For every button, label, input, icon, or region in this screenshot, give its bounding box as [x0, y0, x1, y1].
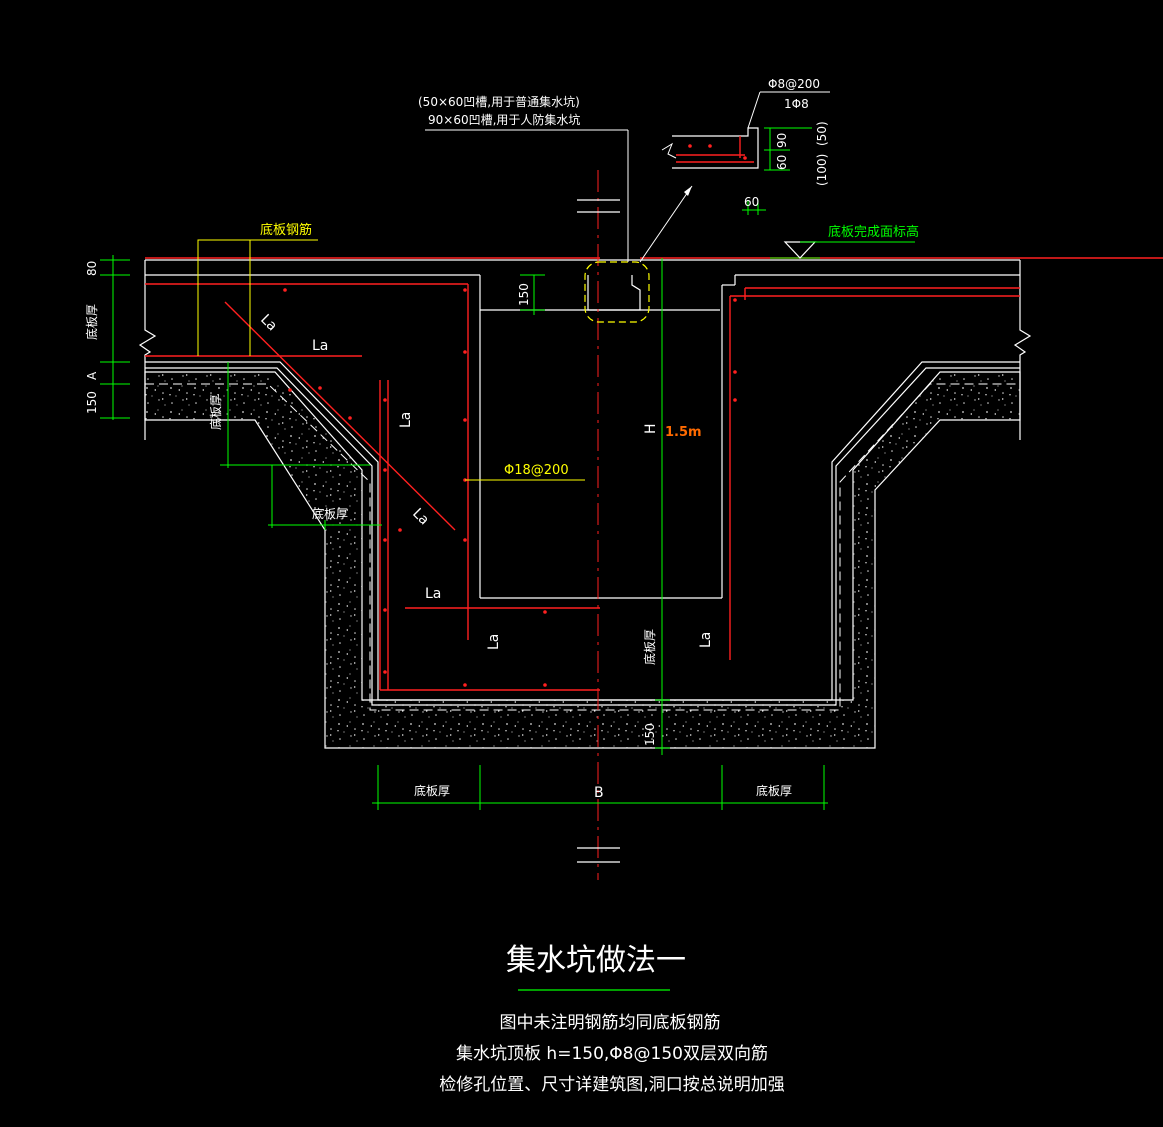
rebars: [145, 257, 1163, 691]
dim-150-top: 150: [517, 283, 531, 306]
dim-150-left: 150: [85, 391, 99, 414]
detail-rebar-2: 1Φ8: [784, 97, 809, 111]
left-dimensions: 80 底板厚 A 150: [84, 255, 130, 420]
bottom-rebar-callout: 底板钢筋: [197, 222, 318, 356]
dim-80: 80: [85, 261, 99, 276]
detail-rebar-1: Φ8@200: [768, 77, 820, 91]
detail-dim-60-bottom: 60: [744, 195, 759, 209]
detail-dim-100: (100): [815, 154, 829, 186]
detail-dim-60: 60: [775, 155, 789, 170]
dim-150-bottom: 150: [643, 723, 657, 746]
groove-callout: (50×60凹槽,用于普通集水坑) 90×60凹槽,用于人防集水坑: [418, 94, 693, 323]
bottom-rebar-label: 底板钢筋: [260, 222, 312, 238]
depth-dimension: 150 H 1.5m 底板厚 150: [517, 258, 702, 755]
dim-A: A: [85, 371, 99, 380]
drawing-title: 集水坑做法一: [506, 943, 686, 978]
dim-bottom-left: 底板厚: [414, 783, 450, 798]
rebar-dots: [283, 288, 737, 687]
la-label-3: La: [398, 412, 414, 428]
la-label-5: La: [425, 586, 441, 602]
note-3: 检修孔位置、尺寸详建筑图,洞口按总说明加强: [439, 1075, 784, 1095]
la-label-7: La: [698, 632, 714, 648]
slope-dimensions: 底板厚 底板厚: [208, 362, 382, 530]
depth-H: H: [643, 423, 659, 434]
dim-bottom-right: 底板厚: [756, 783, 792, 798]
note-1: 图中未注明钢筋均同底板钢筋: [500, 1013, 721, 1033]
slab-top-elevation-label: 底板完成面标高: [828, 224, 919, 240]
groove-note-1: (50×60凹槽,用于普通集水坑): [418, 94, 580, 109]
groove-detail: Φ8@200 1Φ8 90 60 (50) (100) 60: [661, 77, 830, 215]
depth-value: 1.5m: [665, 425, 702, 440]
wall-rebar-label: Φ18@200: [504, 463, 569, 478]
concrete-cushion: [144, 371, 1021, 749]
dim-slab-thickness-center: 底板厚: [642, 629, 657, 665]
wall-rebar-callout: Φ18@200: [465, 463, 585, 481]
la-label-2: La: [312, 338, 328, 354]
detail-dim-90: 90: [775, 133, 789, 148]
note-2: 集水坑顶板 h=150,Φ8@150双层双向筋: [456, 1044, 768, 1064]
groove-note-2: 90×60凹槽,用于人防集水坑: [428, 112, 580, 127]
la-label-4: La: [409, 506, 432, 529]
dim-slab-thickness-slope2: 底板厚: [312, 506, 348, 521]
slab-top-elevation: 底板完成面标高: [770, 224, 919, 259]
dim-slab-thickness-slope1: 底板厚: [208, 394, 223, 430]
title-block: 集水坑做法一 图中未注明钢筋均同底板钢筋 集水坑顶板 h=150,Φ8@150双…: [439, 943, 784, 1095]
la-label-1: La: [257, 312, 280, 335]
dim-B: B: [594, 785, 604, 801]
center-axis: [577, 170, 620, 880]
detail-dim-50: (50): [815, 121, 829, 146]
bottom-dimensions: 底板厚 B 底板厚: [372, 765, 828, 810]
la-label-6: La: [486, 634, 502, 650]
dim-slab-thickness-left: 底板厚: [84, 304, 99, 340]
